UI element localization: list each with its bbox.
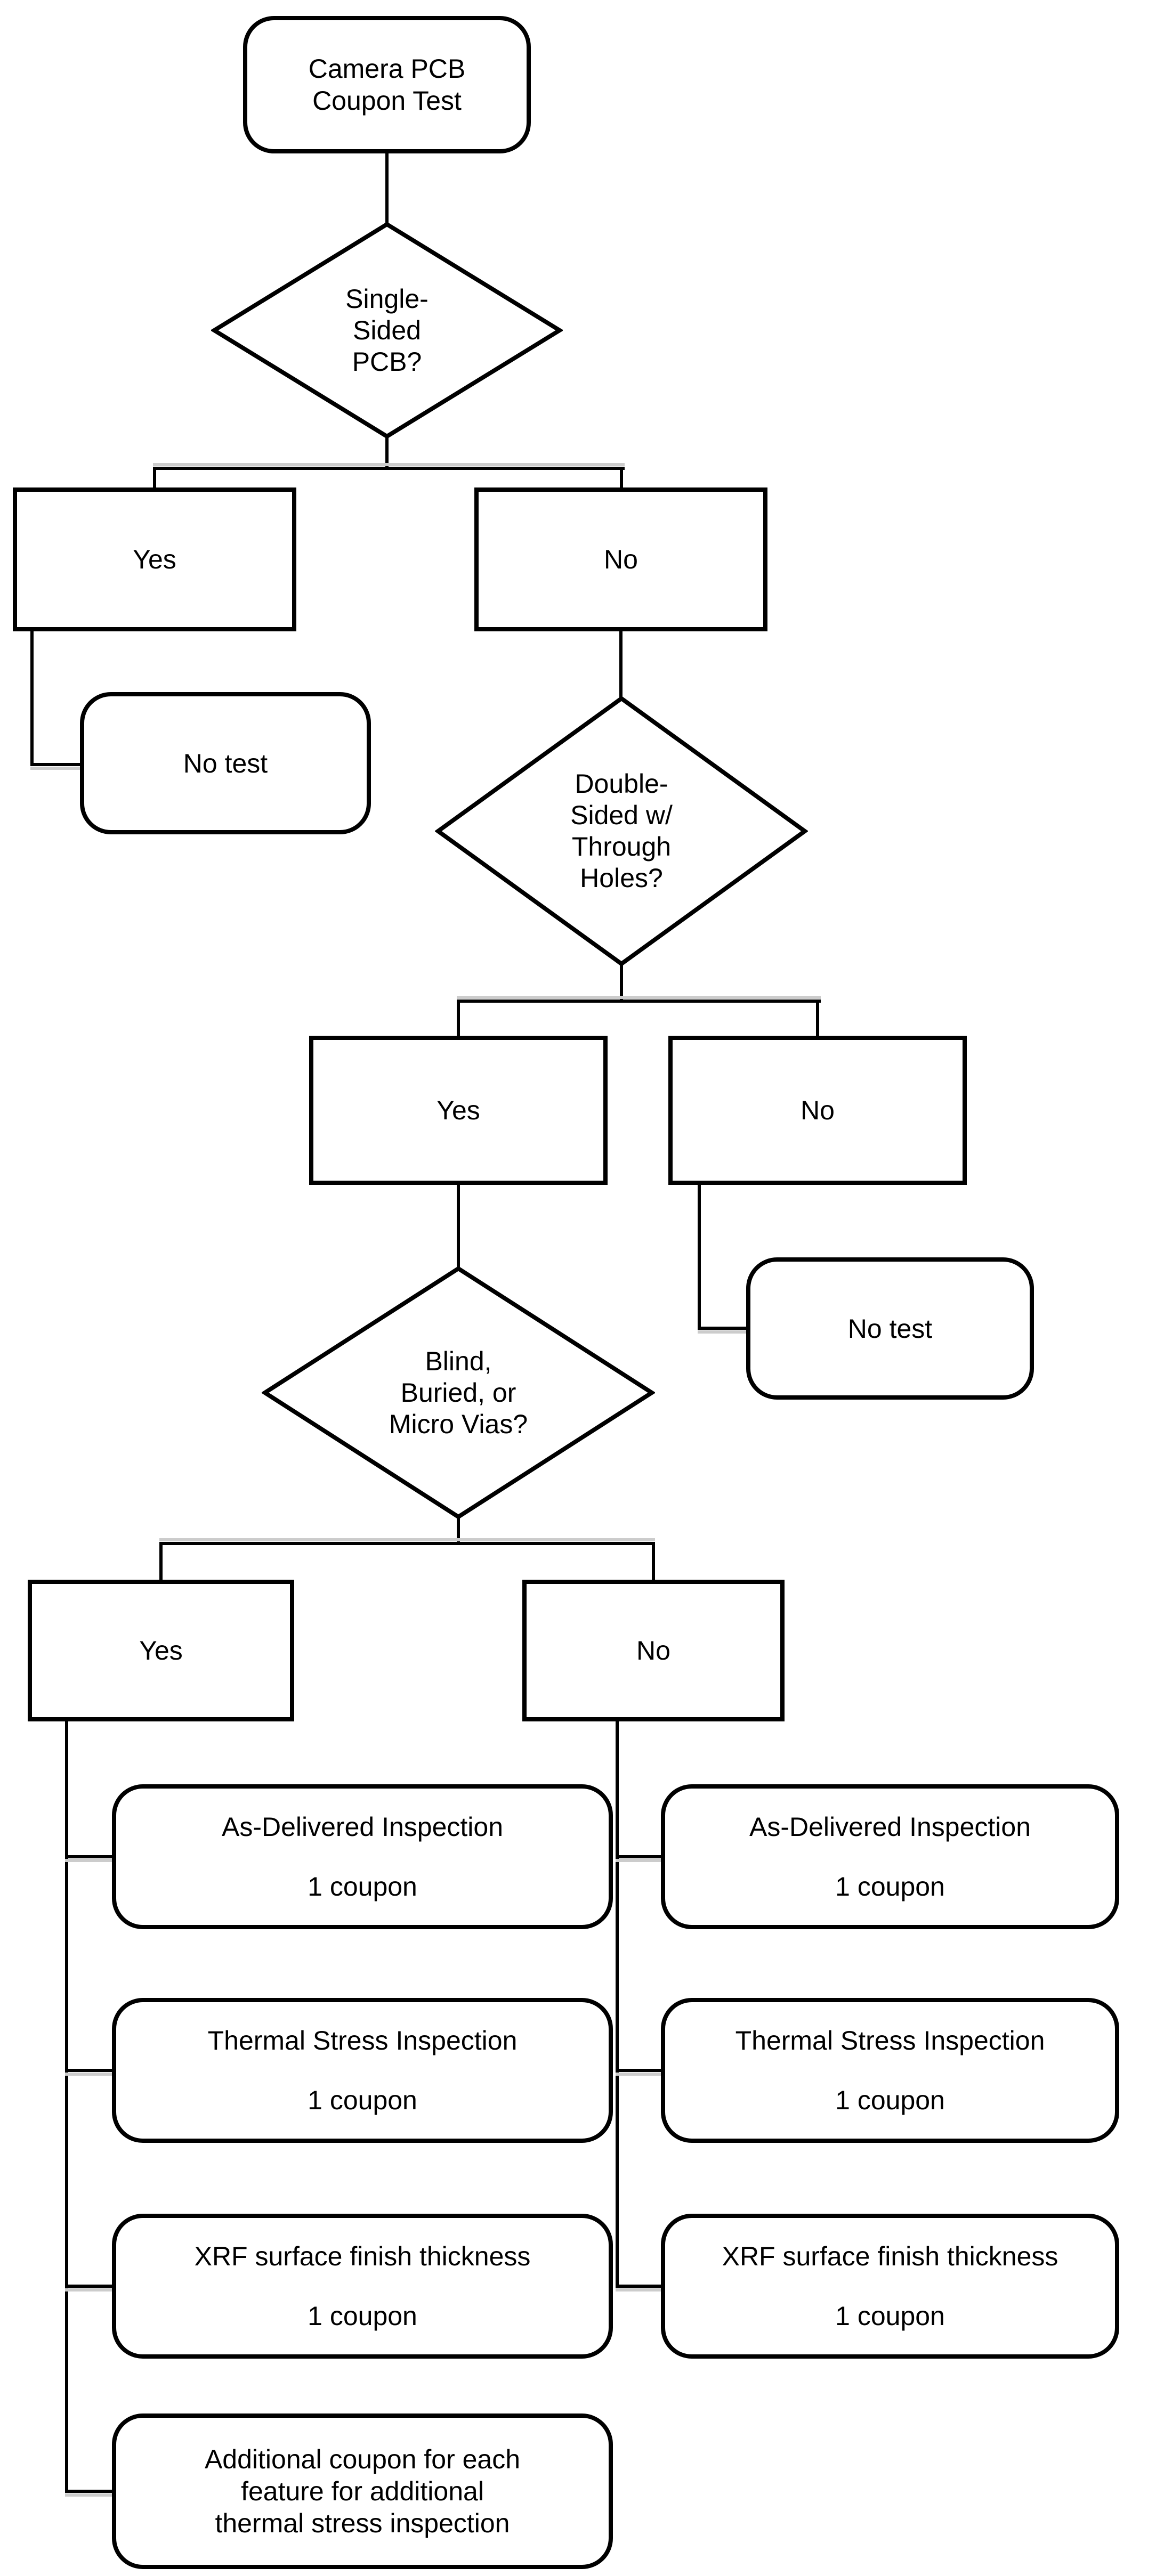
connector-no1-to-d2: [619, 630, 623, 701]
no-test-box-1: No test: [80, 692, 371, 834]
decision-single-sided: Single- Sided PCB?: [211, 221, 563, 440]
no-test-label: No test: [847, 1313, 933, 1344]
connector-right-spine: [616, 1720, 619, 2286]
yes-box-double-sided: Yes: [309, 1036, 608, 1185]
outcome-title-line2: feature for additional: [241, 2476, 484, 2506]
no-test-box-2: No test: [746, 1257, 1034, 1400]
yes-box-single-sided: Yes: [13, 487, 296, 631]
no-box-vias: No: [522, 1580, 785, 1721]
decision-double-sided-label: Double- Sided w/ Through Holes?: [570, 769, 673, 893]
connector-right-elbow-1: [616, 1855, 665, 1858]
connector-d2-stub: [620, 963, 623, 1003]
outcome-title: XRF surface finish thickness: [722, 2241, 1058, 2271]
outcome-yes-as-delivered: As-Delivered Inspection 1 coupon: [112, 1784, 613, 1929]
connector-d3-stub: [457, 1516, 460, 1545]
connector-left-elbow-2: [65, 2069, 116, 2072]
connector-drop-no-1: [620, 467, 623, 489]
outcome-qty: 1 coupon: [308, 2301, 417, 2331]
decision-vias: Blind, Buried, or Micro Vias?: [262, 1265, 655, 1520]
connector-yes1-elbow-h: [30, 763, 84, 766]
connector-start-to-d1: [385, 153, 389, 226]
no-label: No: [636, 1636, 670, 1665]
outcome-qty: 1 coupon: [308, 1872, 417, 1901]
outcome-no-as-delivered: As-Delivered Inspection 1 coupon: [661, 1784, 1119, 1929]
no-box-double-sided: No: [668, 1036, 967, 1185]
outcome-title: Thermal Stress Inspection: [735, 2026, 1045, 2055]
outcome-qty: 1 coupon: [835, 1872, 945, 1901]
start-node-label-line2: Coupon Test: [312, 86, 462, 116]
connector-yes2-to-d3: [457, 1184, 460, 1271]
decision-vias-label: Blind, Buried, or Micro Vias?: [389, 1346, 528, 1439]
outcome-no-thermal-stress: Thermal Stress Inspection 1 coupon: [661, 1998, 1119, 2143]
diamond-shape: [435, 696, 808, 966]
start-node-label-line1: Camera PCB: [308, 54, 466, 84]
no-label: No: [604, 545, 638, 574]
no-test-label: No test: [183, 748, 268, 778]
connector-left-elbow-4: [65, 2490, 116, 2493]
connector-no2-elbow-v: [698, 1184, 701, 1330]
connector-d1-stub: [385, 436, 389, 470]
outcome-title: As-Delivered Inspection: [749, 1812, 1031, 1842]
yes-box-vias: Yes: [28, 1580, 294, 1721]
connector-drop-no-3: [652, 1542, 655, 1580]
connector-split-3: [159, 1542, 655, 1545]
connector-split-1: [153, 467, 625, 470]
outcome-yes-thermal-stress: Thermal Stress Inspection 1 coupon: [112, 1998, 613, 2143]
connector-left-elbow-1: [65, 1855, 116, 1858]
connector-split-2: [457, 999, 821, 1003]
connector-right-elbow-3: [616, 2285, 665, 2288]
outcome-title-line1: Additional coupon for each: [204, 2444, 521, 2474]
outcome-no-xrf: XRF surface finish thickness 1 coupon: [661, 2214, 1119, 2359]
yes-label: Yes: [436, 1095, 480, 1125]
outcome-qty: 1 coupon: [835, 2085, 945, 2115]
diamond-shape: [211, 222, 563, 439]
connector-left-elbow-3: [65, 2285, 116, 2288]
connector-left-spine: [65, 1720, 68, 2493]
no-label: No: [801, 1095, 835, 1125]
outcome-yes-additional-coupon: Additional coupon for each feature for a…: [112, 2414, 613, 2569]
connector-right-elbow-2: [616, 2069, 665, 2072]
connector-yes1-elbow-v: [30, 630, 34, 766]
connector-drop-yes-2: [457, 999, 460, 1036]
outcome-title-line3: thermal stress inspection: [215, 2508, 510, 2538]
decision-double-sided: Double- Sided w/ Through Holes?: [435, 695, 808, 967]
outcome-qty: 1 coupon: [308, 2085, 417, 2115]
yes-label: Yes: [139, 1636, 183, 1665]
outcome-title: As-Delivered Inspection: [221, 1812, 504, 1842]
start-node: Camera PCB Coupon Test: [243, 16, 531, 153]
decision-single-sided-label: Single- Sided PCB?: [345, 283, 429, 377]
connector-no2-elbow-h: [698, 1327, 749, 1330]
yes-label: Yes: [133, 545, 176, 574]
diamond-shape: [262, 1266, 655, 1519]
outcome-title: XRF surface finish thickness: [194, 2241, 531, 2271]
connector-drop-yes-3: [159, 1542, 163, 1580]
outcome-qty: 1 coupon: [835, 2301, 945, 2331]
no-box-single-sided: No: [474, 487, 767, 631]
outcome-yes-xrf: XRF surface finish thickness 1 coupon: [112, 2214, 613, 2359]
outcome-title: Thermal Stress Inspection: [207, 2026, 518, 2055]
connector-drop-yes-1: [153, 467, 156, 489]
connector-drop-no-2: [816, 999, 819, 1036]
